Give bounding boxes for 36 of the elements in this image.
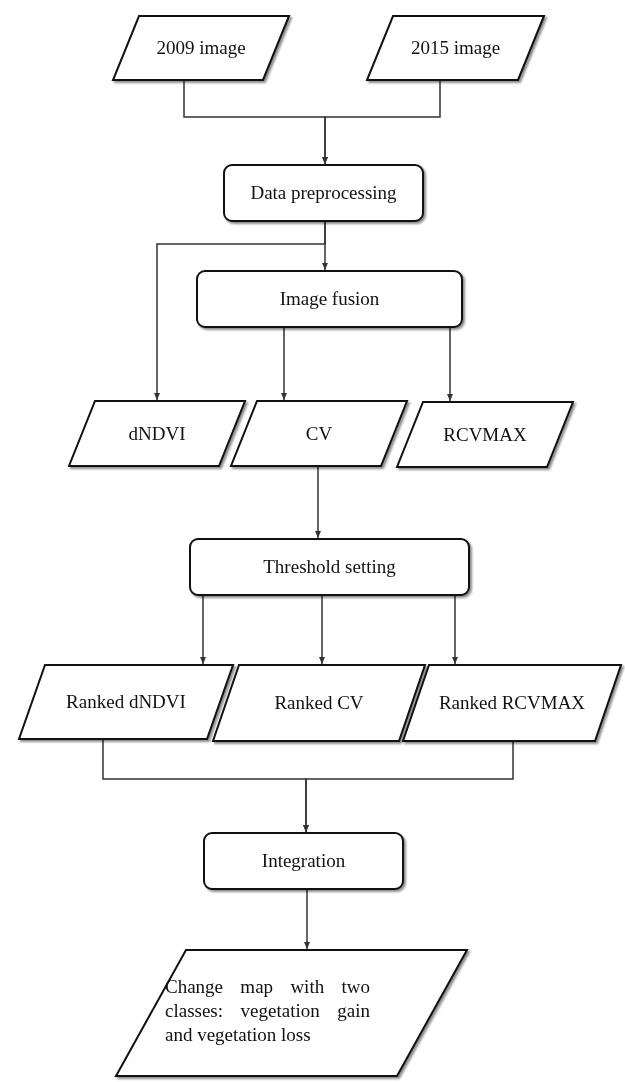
arrow <box>322 80 441 165</box>
arrow <box>303 741 514 833</box>
data-parallelogram <box>402 664 622 742</box>
node-label: Image fusion <box>278 287 381 312</box>
node-label: Change map with two classes: vegetation gain and vegetation loss <box>165 975 370 1047</box>
data-parallelogram <box>115 949 468 1077</box>
node-label: Ranked CV <box>273 691 365 716</box>
node-label: Data preprocessing <box>249 181 398 206</box>
node-label: 2015 image <box>409 36 502 61</box>
arrow <box>304 889 310 950</box>
process-box <box>223 164 424 222</box>
node-label: Ranked RCVMAX <box>437 691 587 716</box>
process-box <box>196 270 463 328</box>
data-parallelogram <box>366 15 545 81</box>
data-parallelogram <box>230 400 408 467</box>
data-parallelogram <box>212 664 426 742</box>
data-parallelogram <box>112 15 290 81</box>
arrow <box>200 595 206 665</box>
node-label: CV <box>304 421 334 446</box>
arrow <box>319 595 325 665</box>
node-label: Ranked dNDVI <box>65 690 187 715</box>
data-parallelogram <box>18 664 234 740</box>
arrow <box>154 221 326 401</box>
node-label: RCVMAX <box>442 422 528 447</box>
data-parallelogram <box>396 401 574 468</box>
arrow <box>452 595 458 665</box>
arrow <box>315 466 321 539</box>
process-box <box>189 538 470 596</box>
node-label: dNDVI <box>127 421 187 446</box>
arrow <box>447 327 453 402</box>
node-label: Integration <box>260 849 347 874</box>
node-label: 2009 image <box>155 36 247 61</box>
arrow <box>281 327 287 401</box>
node-label: Threshold setting <box>262 555 397 580</box>
process-box <box>203 832 404 890</box>
data-parallelogram <box>68 400 246 467</box>
